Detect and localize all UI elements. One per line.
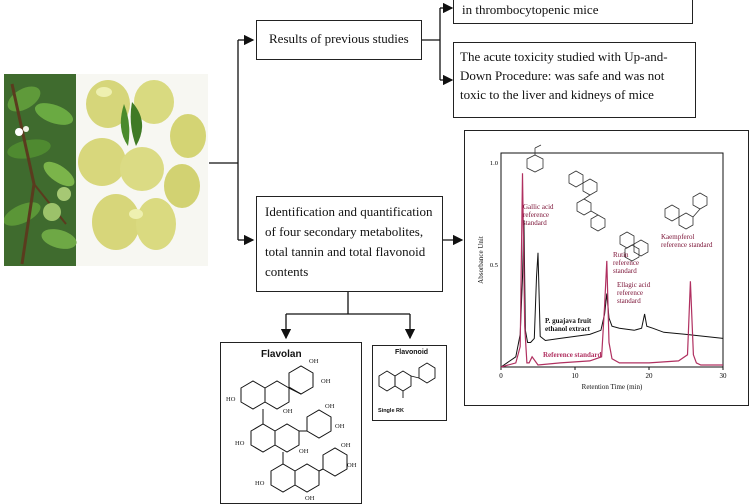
series-line-extract	[500, 220, 724, 368]
x-tick-label: 30	[720, 372, 728, 380]
guava-illustration	[3, 74, 208, 266]
y-tick-label: 0.5	[490, 262, 498, 269]
oh-label: OH	[335, 423, 345, 430]
x-axis-label: Retention Time (min)	[582, 383, 643, 391]
x-tick-label: 10	[572, 372, 580, 380]
thrombocytopenic-text: in thrombocytopenic mice	[462, 2, 599, 17]
annotation-reference: Reference standard	[543, 351, 601, 359]
annotation-kaempferol: Kaempferol reference standard	[661, 233, 713, 249]
annotation-ellagic: Ellagic acid reference standard	[617, 281, 652, 305]
y-tick-label: 1.0	[490, 160, 498, 167]
ho-label: HO	[255, 480, 265, 487]
oh-label: OH	[283, 408, 293, 415]
annotation-gallic: Gallic acid reference standard	[523, 203, 555, 227]
x-tick-label: 20	[646, 372, 654, 380]
annotation-extract: P. guajava fruit ethanol extract	[545, 317, 593, 333]
guava-photo	[3, 74, 208, 266]
toxicity-box: The acute toxicity studied with Up-and-D…	[453, 42, 696, 118]
x-tick-label: 0	[499, 372, 503, 380]
identification-text: Identification and quantification of fou…	[265, 204, 433, 279]
ho-label: HO	[235, 440, 245, 447]
oh-label: OH	[325, 403, 335, 410]
y-axis-label: Absorbance Unit	[477, 236, 485, 284]
annotation-rutin: Rutin reference standard	[613, 251, 641, 275]
oh-label: OH	[347, 462, 357, 469]
thrombocytopenic-box: in thrombocytopenic mice	[453, 0, 693, 24]
results-text: Results of previous studies	[269, 31, 409, 46]
plot-frame	[500, 152, 724, 368]
oh-label: OH	[309, 358, 319, 365]
flavolan-title: Flavolan	[261, 349, 302, 360]
flavonoid-panel: Flavonoid Single RK	[372, 345, 447, 421]
flavonoid-caption: Single RK	[378, 408, 404, 414]
ho-label: HO	[226, 396, 236, 403]
oh-label: OH	[341, 442, 351, 449]
oh-label: OH	[299, 448, 309, 455]
series-line-reference	[500, 173, 723, 368]
toxicity-text: The acute toxicity studied with Up-and-D…	[460, 49, 668, 102]
flavonoid-structure: Single RK	[378, 362, 436, 414]
flavonoid-title: Flavonoid	[395, 349, 429, 356]
flavolan-panel: Flavolan OH OH HO OH OH OH HO OH	[220, 342, 362, 504]
flavolan-structure: OH OH HO OH OH OH HO OH OH OH HO OH	[226, 358, 357, 502]
oh-label: OH	[321, 378, 331, 385]
identification-box: Identification and quantification of fou…	[256, 196, 443, 292]
results-box: Results of previous studies	[256, 20, 422, 60]
molecule-sketches	[526, 144, 708, 262]
